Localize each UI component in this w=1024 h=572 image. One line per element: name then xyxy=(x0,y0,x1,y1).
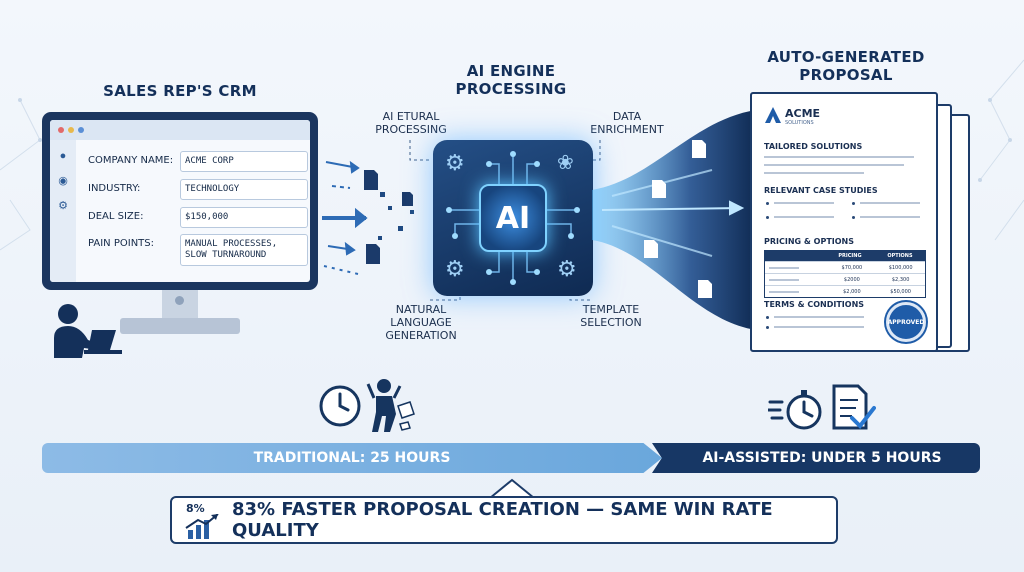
table-cell: $2,000 xyxy=(843,289,861,295)
table-cell: $70,000 xyxy=(841,265,863,271)
gear-icon[interactable]: ⚙ xyxy=(58,200,68,212)
pricing-table-header: PRICING OPTIONS xyxy=(765,251,925,261)
window-dot-yellow-icon xyxy=(68,127,74,133)
bullet-icon xyxy=(766,316,769,319)
chip-circuit-traces xyxy=(446,151,580,285)
crm-row-deal-size: DEAL SIZE: $150,000 xyxy=(88,206,308,228)
bullet-icon xyxy=(766,326,769,329)
user-icon[interactable]: ● xyxy=(59,150,67,162)
company-name-field[interactable]: ACME CORP xyxy=(180,151,308,172)
stressed-person-icon xyxy=(366,379,415,432)
growth-chart-icon: 8% xyxy=(184,502,222,540)
pain-points-label: PAIN POINTS: xyxy=(88,238,154,249)
acme-brand-sub: SOLUTIONS xyxy=(785,120,814,126)
traditional-time-bar: TRADITIONAL: 25 HOURS xyxy=(42,443,662,473)
approved-seal-text: APPROVED xyxy=(887,318,925,326)
stopwatch-icon xyxy=(768,390,822,430)
banner-pointer xyxy=(490,478,534,499)
pricing-table: PRICING OPTIONS $70,000 $100,000 $2000 $… xyxy=(764,250,926,298)
crm-screen: ● ◉ ⚙ COMPANY NAME: ACME CORP INDUSTRY: … xyxy=(50,120,310,282)
bullet-icon xyxy=(852,216,855,219)
chip-brain-icon: ❀ xyxy=(557,152,574,174)
summary-banner: 83% FASTER PROPOSAL CREATION — SAME WIN … xyxy=(170,496,838,544)
text-line xyxy=(774,316,864,318)
data-flow-into-engine xyxy=(322,160,414,275)
ai-chip: ⚙ ❀ ⚙ ⚙ AI xyxy=(433,140,593,296)
section-tailored-solutions: TAILORED SOLUTIONS xyxy=(764,142,863,151)
text-line xyxy=(764,156,914,158)
company-name-label: COMPANY NAME: xyxy=(88,154,174,166)
acme-brand-name: ACME xyxy=(785,107,821,120)
checked-document-icon xyxy=(832,384,876,430)
window-dot-blue-icon xyxy=(78,127,84,133)
text-line xyxy=(764,172,864,174)
pricing-header: PRICING xyxy=(838,253,862,259)
crm-row-company: COMPANY NAME: ACME CORP xyxy=(88,150,308,172)
chip-core: AI xyxy=(479,184,547,252)
crm-monitor: ● ◉ ⚙ COMPANY NAME: ACME CORP INDUSTRY: … xyxy=(42,112,318,290)
crm-row-industry: INDUSTRY: TECHNOLOGY xyxy=(88,178,308,200)
crm-sidebar: ● ◉ ⚙ xyxy=(50,140,76,282)
text-line xyxy=(774,202,834,204)
person-at-laptop-icon xyxy=(54,304,122,358)
crm-row-pain-points: PAIN POINTS: MANUAL PROCESSES, SLOW TURN… xyxy=(88,234,308,266)
bullet-icon xyxy=(852,202,855,205)
bullet-icon xyxy=(766,202,769,205)
table-cell: $100,000 xyxy=(888,265,913,271)
monitor-stand-base xyxy=(120,318,240,334)
clock-icon xyxy=(319,385,361,427)
text-line xyxy=(860,202,920,204)
chip-gear-bottom-left-icon: ⚙ xyxy=(445,256,465,281)
approved-seal-icon: APPROVED xyxy=(886,302,926,342)
table-row: $70,000 $100,000 xyxy=(765,261,925,273)
deal-size-label: DEAL SIZE: xyxy=(88,210,144,222)
industry-field[interactable]: TECHNOLOGY xyxy=(180,179,308,200)
deal-size-field[interactable]: $150,000 xyxy=(180,207,308,228)
section-pricing-options: PRICING & OPTIONS xyxy=(764,237,855,246)
crm-title: SALES REP'S CRM xyxy=(103,82,257,100)
engine-label-top-right: DATA ENRICHMENT xyxy=(590,110,664,136)
text-line xyxy=(860,216,920,218)
table-row: $2000 $2,300 xyxy=(765,273,925,285)
crm-window-titlebar xyxy=(50,120,310,140)
window-dot-red-icon xyxy=(58,127,64,133)
section-terms-conditions: TERMS & CONDITIONS xyxy=(764,300,865,309)
chip-gear-icon: ⚙ xyxy=(445,150,465,175)
pain-points-field[interactable]: MANUAL PROCESSES, SLOW TURNAROUND xyxy=(180,234,308,266)
table-cell: $2,300 xyxy=(891,277,910,283)
engine-label-bottom-left: NATURAL LANGUAGE GENERATION xyxy=(385,303,457,342)
team-icon[interactable]: ◉ xyxy=(58,175,68,187)
industry-label: INDUSTRY: xyxy=(88,182,141,194)
ai-assisted-time-bar: AI-ASSISTED: UNDER 5 HOURS xyxy=(652,443,980,473)
table-cell: $2000 xyxy=(843,277,860,283)
options-header: OPTIONS xyxy=(887,253,913,259)
proposal-title: AUTO-GENERATED PROPOSAL xyxy=(767,48,925,84)
section-case-studies: RELEVANT CASE STUDIES xyxy=(764,186,878,195)
document-icon xyxy=(364,170,413,264)
acme-logo-icon xyxy=(765,107,781,123)
table-row: $2,000 $50,000 xyxy=(765,285,925,297)
banner-text: 83% FASTER PROPOSAL CREATION — SAME WIN … xyxy=(232,499,773,541)
engine-label-bottom-right: TEMPLATE SELECTION xyxy=(580,303,642,329)
output-data-stream xyxy=(592,110,756,330)
text-line xyxy=(774,216,834,218)
proposal-document: ACME SOLUTIONS TAILORED SOLUTIONS RELEVA… xyxy=(750,92,938,352)
text-line xyxy=(774,326,864,328)
engine-label-top-left: AI ETURAL PROCESSING xyxy=(375,110,447,136)
text-line xyxy=(764,164,904,166)
engine-title: AI ENGINE PROCESSING xyxy=(455,62,567,98)
bullet-icon xyxy=(766,216,769,219)
table-cell: $50,000 xyxy=(890,289,911,295)
monitor-power-dot-icon xyxy=(175,296,184,305)
chip-gear-bottom-right-icon: ⚙ xyxy=(557,256,577,281)
growth-icon-percent: 8% xyxy=(186,502,205,515)
